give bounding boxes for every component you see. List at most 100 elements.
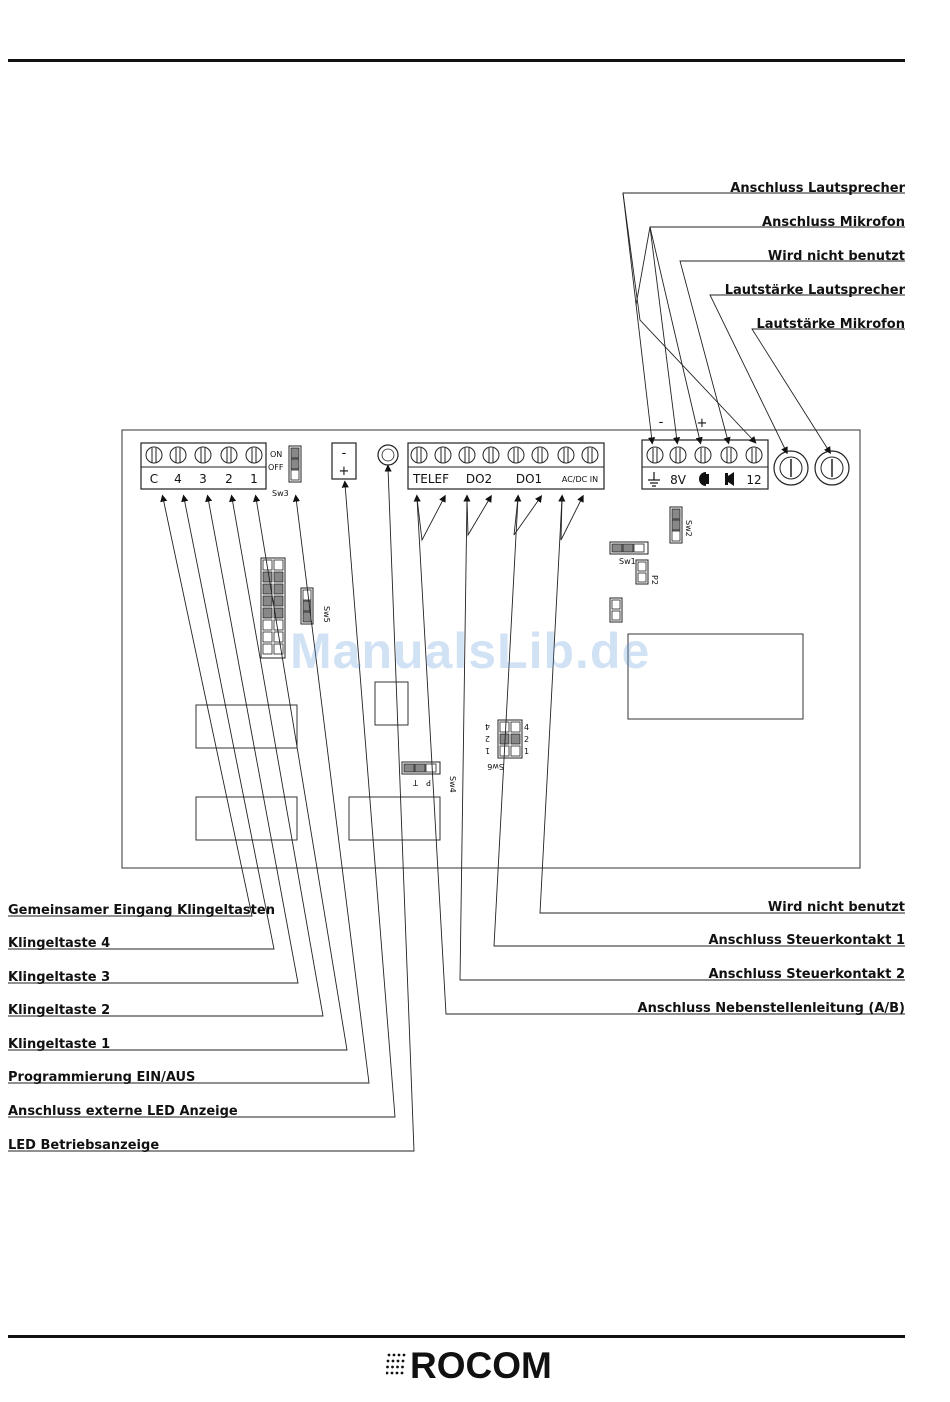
sw4-p-label: P — [426, 778, 431, 787]
terminal-label-12: 12 — [746, 473, 761, 487]
led-minus-label: - — [342, 446, 347, 461]
label-anschluss-lautsprecher: Anschluss Lautsprecher — [730, 181, 905, 196]
label-programmierung: Programmierung EIN/AUS — [8, 1070, 196, 1085]
jumper-bank-cell — [262, 595, 273, 607]
jumper-bank-cell — [273, 607, 284, 619]
screw-left-0 — [145, 446, 163, 464]
terminal-block-left — [140, 442, 267, 490]
sw2-label: Sw2 — [684, 520, 693, 537]
jumper-bank-cell — [273, 619, 284, 631]
terminal-label-2: 2 — [225, 472, 233, 486]
jumper-bank-cell — [262, 619, 273, 631]
leader-lines-bottom-right — [413, 494, 905, 1015]
label-lautstaerke-lautsprecher: Lautstärke Lautsprecher — [724, 283, 905, 298]
component-small — [374, 681, 409, 726]
watermark: ManualsLib.de — [290, 623, 651, 679]
terminal-label-8v: 8V — [670, 473, 687, 487]
label-wird-nicht-benutzt-bottom: Wird nicht benutzt — [767, 900, 905, 915]
sw5-label: Sw5 — [322, 606, 331, 623]
switch-sw2 — [669, 506, 683, 544]
jumper-small — [609, 597, 623, 623]
label-steuerkontakt-1: Anschluss Steuerkontakt 1 — [708, 933, 905, 948]
jumper-p2 — [635, 559, 649, 585]
screw-middle-7 — [581, 446, 599, 464]
sw4-t-label: T — [413, 778, 419, 787]
terminal-label-1: 1 — [250, 472, 258, 486]
screw-middle-2 — [458, 446, 476, 464]
leader-lines-top — [622, 192, 905, 455]
sw1-label: Sw1 — [619, 557, 636, 566]
led-plus-label: + — [339, 464, 350, 479]
led-connector — [331, 442, 357, 480]
p2-label: P2 — [650, 575, 659, 585]
label-gemeinsamer-eingang: Gemeinsamer Eingang Klingeltasten — [8, 903, 275, 918]
terminal-label-c: C — [150, 472, 158, 486]
jumper-bank-cell — [273, 583, 284, 595]
jumper-bank-cell — [273, 643, 284, 655]
screw-middle-3 — [482, 446, 500, 464]
screw-right-1 — [669, 446, 687, 464]
speaker-plus-label: + — [697, 416, 708, 431]
board-outline — [121, 429, 861, 869]
sw6-num-1-left: 1 — [485, 746, 490, 755]
screw-right-0 — [646, 446, 664, 464]
screw-left-2 — [194, 446, 212, 464]
relay-box-2 — [195, 796, 298, 841]
top-rule — [8, 59, 905, 62]
terminal-block-middle — [407, 442, 605, 490]
jumper-bank-cell — [262, 583, 273, 595]
sw3-name-label: Sw3 — [272, 489, 289, 498]
label-klingeltaste-2: Klingeltaste 2 — [8, 1003, 111, 1018]
jumper-bank-cell — [273, 595, 284, 607]
volume-speaker-potentiometer — [773, 450, 809, 486]
terminal-label-acdc: AC/DC IN — [562, 475, 598, 484]
screw-right-4 — [745, 446, 763, 464]
screw-right-3 — [720, 446, 738, 464]
relay-box-1 — [195, 704, 298, 749]
jumper-bank-cell — [262, 607, 273, 619]
terminal-label-do1: DO1 — [516, 472, 542, 486]
sw6-num-4-left: 4 — [485, 722, 490, 731]
terminal-block-right — [641, 439, 769, 490]
screw-middle-1 — [434, 446, 452, 464]
screw-middle-4 — [507, 446, 525, 464]
status-led — [377, 444, 399, 466]
screw-middle-6 — [557, 446, 575, 464]
label-nebenstellenleitung: Anschluss Nebenstellenleitung (A/B) — [637, 1001, 905, 1016]
rocom-logo: ROCOM — [386, 1345, 552, 1386]
screw-left-4 — [245, 446, 263, 464]
screw-middle-5 — [531, 446, 549, 464]
terminal-label-4: 4 — [174, 472, 182, 486]
ground-icon — [648, 472, 660, 487]
jumper-bank-cell — [273, 571, 284, 583]
label-led-betriebsanzeige: LED Betriebsanzeige — [8, 1138, 160, 1153]
sw6-num-4-right: 4 — [524, 723, 529, 732]
terminal-label-telef: TELEF — [412, 472, 449, 486]
jumper-bank-outline — [260, 557, 286, 659]
sw6-num-2-left: 2 — [485, 734, 490, 743]
switch-sw6 — [497, 719, 523, 759]
label-wird-nicht-benutzt-top: Wird nicht benutzt — [767, 249, 905, 264]
screw-middle-0 — [410, 446, 428, 464]
sw6-num-1-right: 1 — [524, 747, 529, 756]
terminal-label-3: 3 — [199, 472, 207, 486]
volume-microphone-potentiometer — [814, 450, 850, 486]
label-externe-led: Anschluss externe LED Anzeige — [8, 1104, 238, 1119]
label-anschluss-mikrofon: Anschluss Mikrofon — [762, 215, 905, 230]
sw6-label: Sw6 — [487, 762, 504, 771]
label-klingeltaste-3: Klingeltaste 3 — [8, 970, 111, 985]
sw3-on-label: ON — [270, 450, 282, 459]
relay-box-3 — [348, 796, 441, 841]
rocom-logo-text: ROCOM — [410, 1345, 552, 1386]
jumper-bank-cell — [262, 571, 273, 583]
speaker-icon — [725, 472, 734, 486]
jumper-bank-cell — [262, 631, 273, 643]
label-klingeltaste-1: Klingeltaste 1 — [8, 1037, 111, 1052]
jumper-bank — [260, 557, 286, 659]
sw3-off-label: OFF — [268, 463, 284, 472]
label-klingeltaste-4: Klingeltaste 4 — [8, 936, 111, 951]
speaker-minus-label: - — [659, 415, 664, 430]
switch-sw1 — [609, 541, 649, 555]
label-lautstaerke-mikrofon: Lautstärke Mikrofon — [756, 317, 905, 332]
